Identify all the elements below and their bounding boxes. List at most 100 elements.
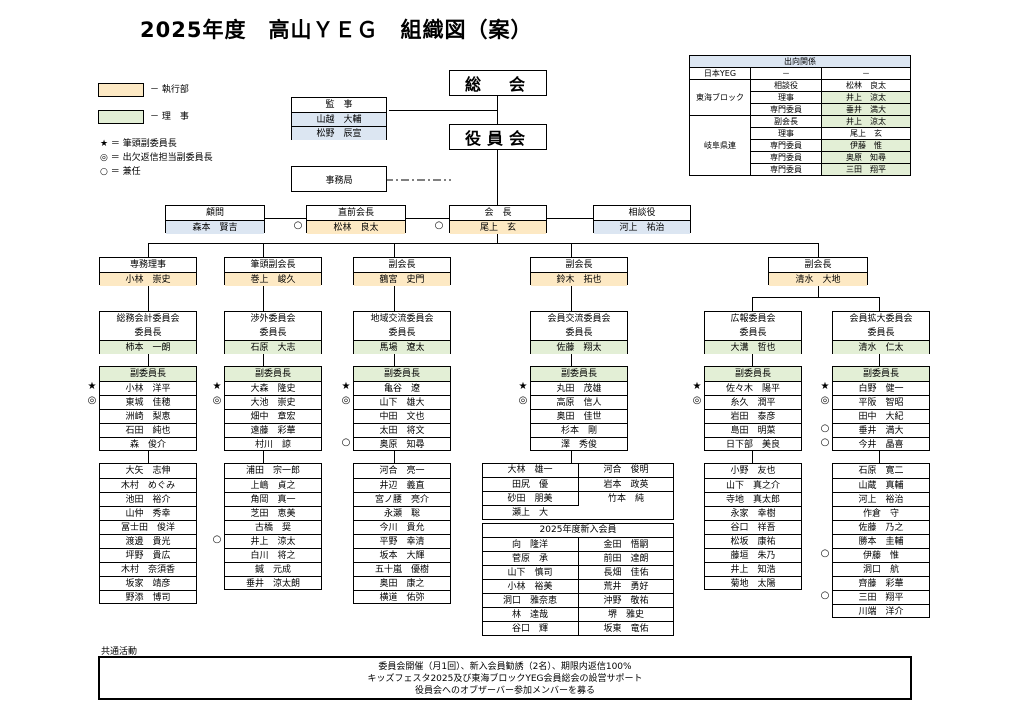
- committee-member: 三田 翔平: [833, 590, 929, 604]
- secondment-title: 出向関係: [689, 55, 911, 68]
- secondment-org: 東海ブロック: [689, 79, 751, 116]
- former-president-name: 松林 良太: [307, 220, 405, 234]
- secondment-name: 井上 涼太: [821, 115, 911, 128]
- committee-member: 芝田 恵美: [225, 506, 321, 520]
- member-box-divider: [578, 463, 579, 506]
- committee-member: 岩本 政英: [578, 477, 674, 491]
- member-box: 小野 友也山下 真之介寺地 真太郎永家 幸樹谷口 祥吾松坂 康祐藤垣 朱乃井上 …: [704, 463, 802, 590]
- vice-chair-member: 平阪 智昭: [833, 395, 929, 409]
- attendance-vice-mark: ◎: [87, 395, 97, 406]
- secondment-row: 専門委員三田 翔平: [690, 163, 911, 176]
- common-activity-line: 委員会開催（月1回）、新入会員勧誘（2名）、期限内返信100%: [378, 662, 632, 672]
- executive-name: 小林 崇史: [100, 272, 196, 286]
- secondment-row: 岐阜県連副会長井上 涼太: [689, 115, 911, 176]
- committee-chair-role: 委員長: [867, 328, 895, 338]
- committee-chair: 馬場 遼太: [354, 340, 450, 354]
- auditor-box: 監 事 山越 大輔 松野 辰宣: [291, 97, 387, 140]
- concurrent-mark: ○: [820, 437, 830, 448]
- concurrent-mark: ○: [820, 423, 830, 434]
- executive-name: 鶴宮 史門: [354, 272, 450, 286]
- committee-name: 会員交流委員会: [547, 314, 611, 324]
- committee-member: 洞口 航: [833, 562, 929, 576]
- committee-member: 山仲 秀幸: [100, 506, 196, 520]
- lead-vice-mark: ★: [692, 381, 702, 392]
- committee-member: 奥田 康之: [354, 576, 450, 590]
- vice-chair-member: 石田 純也: [100, 423, 196, 437]
- vice-chair-member: 島田 明菜: [705, 423, 801, 437]
- committee-head-box: 会員拡大委員会委員長清水 仁太: [832, 311, 930, 354]
- committee-member: 井辺 義直: [354, 478, 450, 492]
- committee-member: 平野 幸清: [354, 534, 450, 548]
- member-box: 大矢 志伸木村 めぐみ池田 裕介山仲 秀幸冨士田 俊洋渡邊 貴光坪野 貴広木村 …: [99, 463, 197, 604]
- committee-member: 坂本 大輝: [354, 548, 450, 562]
- vice-chair-member: 奥原 知尋: [354, 437, 450, 451]
- committee-member: 横道 佑弥: [354, 590, 450, 604]
- committee-member: 木村 めぐみ: [100, 478, 196, 492]
- auditor-member: 松野 辰宣: [292, 126, 386, 140]
- committee-member: 垂井 涼太朗: [225, 576, 321, 590]
- committee-member: 大林 雄一: [507, 465, 553, 475]
- member-box: 浦田 宗一郎上嶋 貞之角岡 真一芝田 恵美古橋 奨井上 涼太白川 将之鍼 元成垂…: [224, 463, 322, 590]
- committee-member: 冨士田 俊洋: [100, 520, 196, 534]
- executive-name: 巻上 峻久: [225, 272, 321, 286]
- new-member: 菅原 承: [482, 551, 578, 565]
- legend-note-lead-vice: ★ ＝ 筆頭副委員長: [100, 139, 177, 149]
- vice-chair-member: 日下部 美良: [705, 437, 801, 451]
- secondment-name: 松林 良太: [821, 79, 911, 92]
- committee-name: 渉外委員会: [250, 314, 296, 324]
- vice-chair-member: 山下 雄大: [354, 395, 450, 409]
- page-title: 2025年度 高山ＹＥＧ 組織図（案）: [140, 18, 533, 42]
- executive-box: 専務理事 小林 崇史: [99, 257, 197, 286]
- attendance-vice-mark: ◎: [341, 395, 351, 406]
- attendance-vice-mark: ◎: [820, 395, 830, 406]
- executive-box: 副会長 鈴木 拓也: [530, 257, 628, 286]
- vice-chair-member: 東城 佳穂: [100, 395, 196, 409]
- committee-member: 菊地 太陽: [705, 576, 801, 590]
- committee-member: 齊藤 彩華: [833, 576, 929, 590]
- committee-member: 川端 洋介: [833, 604, 929, 618]
- vice-chair-member: 田中 大紀: [833, 409, 929, 423]
- new-member-title: 2025年度新入会員: [539, 525, 617, 535]
- concurrent-mark: ○: [820, 590, 830, 601]
- vice-chair-box: 副委員長佐々木 陽平糸久 潤平岩田 泰彦島田 明菜日下部 美良: [704, 366, 802, 451]
- secondment-row: 東海ブロック相談役松林 良太: [689, 79, 911, 116]
- lead-vice-mark: ★: [87, 381, 97, 392]
- new-member: 山下 慎司: [482, 565, 578, 579]
- vice-chair-member: 亀谷 遼: [354, 381, 450, 395]
- executive-title: 副会長: [388, 260, 416, 270]
- lead-vice-mark: ★: [341, 381, 351, 392]
- committee-member: 井上 涼太: [225, 534, 321, 548]
- secondment-name: 井上 涼太: [821, 91, 911, 104]
- counselor-box: 相談役 河上 祐治: [593, 205, 691, 234]
- committee-member: 勝本 圭輔: [833, 534, 929, 548]
- general-meeting-box: 総 会: [449, 70, 547, 96]
- committee-member: 石原 寛二: [858, 466, 904, 476]
- executive-title: 筆頭副会長: [250, 260, 296, 270]
- committee-member: 坪野 貴広: [100, 548, 196, 562]
- vice-chair-member: 遠藤 彩華: [225, 423, 321, 437]
- committee-member: 作倉 守: [833, 506, 929, 520]
- committee-member: 河上 裕治: [833, 492, 929, 506]
- common-activities-box: 委員会開催（月1回）、新入会員勧誘（2名）、期限内返信100% キッズフェスタ2…: [98, 656, 912, 700]
- secondment-name: －: [821, 67, 911, 80]
- legend-note-attendance-vice: ◎ ＝ 出欠返信担当副委員長: [100, 153, 213, 163]
- committee-member: 井上 知浩: [705, 562, 801, 576]
- committee-head-box: 渉外委員会委員長石原 大志: [224, 311, 322, 354]
- secondment-role: 相談役: [750, 79, 822, 92]
- new-member: 堺 雅史: [578, 607, 674, 621]
- committee-member: 浦田 宗一郎: [245, 466, 300, 476]
- new-member: 谷口 輝: [482, 621, 578, 635]
- advisor-name: 森本 賢吉: [166, 220, 264, 234]
- vice-chair-member: 高原 信人: [531, 395, 627, 409]
- committee-member: 伊藤 惟: [833, 548, 929, 562]
- secondment-role: 理事: [750, 91, 822, 104]
- secondment-row: 専門委員伊藤 惟: [690, 139, 911, 152]
- secretariat-box: 事務局: [291, 166, 387, 192]
- secondment-name: 垂井 満大: [821, 103, 911, 116]
- common-activities-label: 共通活動: [101, 647, 138, 657]
- committee-member: 山下 真之介: [705, 478, 801, 492]
- committee-member: 寺地 真太郎: [705, 492, 801, 506]
- secondment-name: 奥原 知尋: [821, 151, 911, 164]
- auditor-title: 監 事: [325, 100, 353, 110]
- committee-member: 松坂 康祐: [705, 534, 801, 548]
